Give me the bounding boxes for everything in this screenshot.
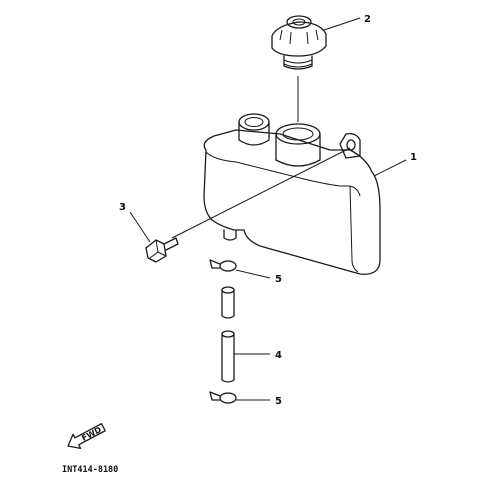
- leader-clip-upper: [235, 269, 271, 279]
- fuel-hose-upper: [221, 286, 235, 319]
- callout-2: 2: [364, 14, 371, 25]
- leader-tank: [373, 159, 407, 177]
- fwd-label: FWD: [80, 425, 103, 443]
- mounting-bolt: [145, 237, 179, 263]
- fwd-arrow: FWD: [67, 423, 106, 450]
- leader-cap: [323, 17, 361, 31]
- callout-5-upper: 5: [275, 274, 282, 285]
- leader-bolt: [129, 211, 151, 243]
- callout-5-lower: 5: [275, 396, 282, 407]
- fuel-hose: [221, 330, 235, 383]
- callout-4: 4: [275, 350, 282, 361]
- hose-clip-lower: [209, 391, 237, 404]
- tank-cap: [271, 15, 327, 70]
- callout-3: 3: [119, 202, 126, 213]
- callout-1: 1: [410, 152, 417, 163]
- diagram-code: INT414-8180: [62, 465, 118, 475]
- bolt-axis-line: [171, 147, 351, 239]
- hose-clip-upper: [209, 259, 237, 272]
- fuel-tank: [203, 113, 381, 275]
